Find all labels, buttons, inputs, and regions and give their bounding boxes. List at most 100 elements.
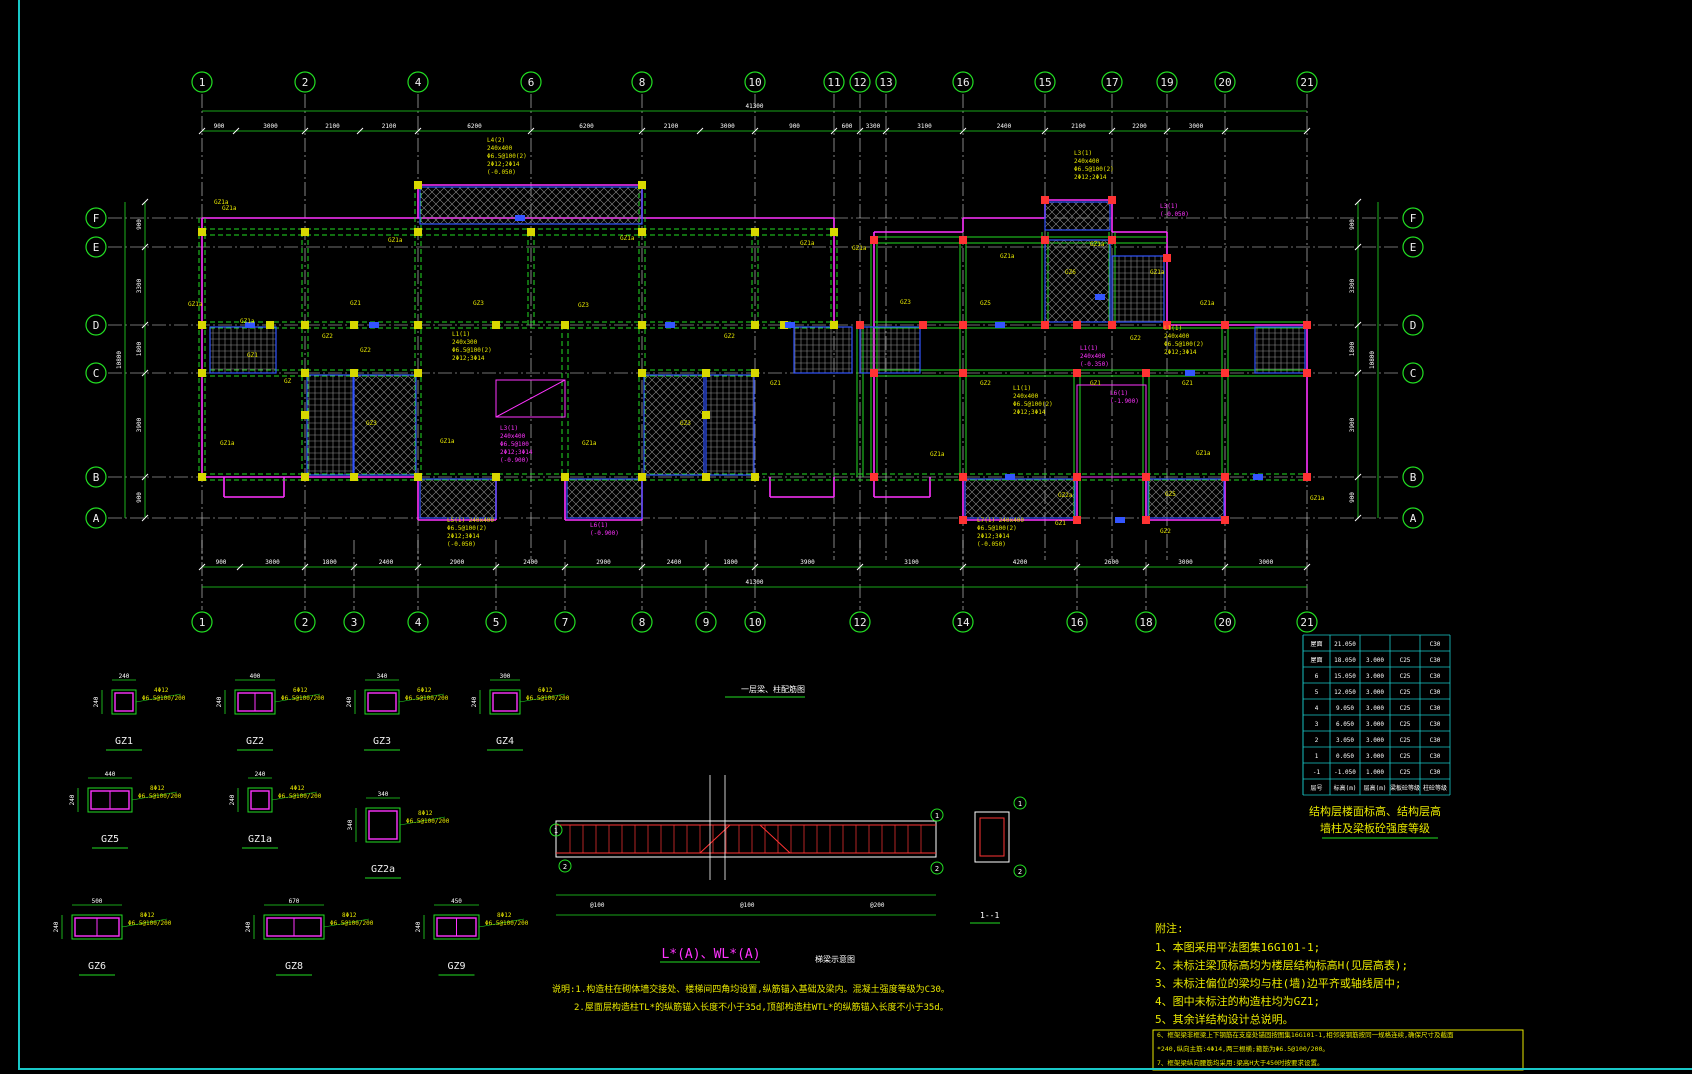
- dim-label: 3000: [1178, 559, 1193, 566]
- gz-tag: GZ2: [980, 380, 991, 387]
- table-cell: C25: [1400, 673, 1411, 680]
- beam-label: Φ6.5@100(2): [447, 525, 487, 532]
- beam-label: 2Φ12;2Φ14: [487, 161, 520, 168]
- column-block: [1221, 516, 1229, 524]
- dim-tick: [696, 127, 704, 135]
- axis-left-label: A: [93, 512, 100, 525]
- column-block: [638, 321, 646, 329]
- axis-top-label: 8: [639, 76, 646, 89]
- dim-label: 3000: [1189, 123, 1204, 130]
- column-block: [301, 369, 309, 377]
- column-block: [414, 321, 422, 329]
- hatched-slab: [306, 374, 354, 476]
- column-block: [1303, 473, 1311, 481]
- col-name: GZ6: [88, 961, 106, 972]
- col-main-rebar: 8Φ12: [497, 912, 512, 919]
- table-cell: C30: [1430, 673, 1441, 680]
- column-block: [1108, 321, 1116, 329]
- table-cell: C25: [1400, 721, 1411, 728]
- dim-tick: [1303, 127, 1311, 135]
- table-cell: 屋面: [1310, 641, 1322, 648]
- column-block: [414, 473, 422, 481]
- col-main-rebar: 6Φ12: [293, 687, 308, 694]
- dim-tick: [301, 127, 309, 135]
- beam-label: 240x400: [500, 433, 526, 440]
- table-cell: C30: [1430, 737, 1441, 744]
- dim-label: 900: [789, 123, 800, 130]
- column-block: [830, 321, 838, 329]
- axis-bottom-label: 5: [493, 616, 500, 629]
- axis-left-label-circle: [85, 507, 107, 529]
- beam-label: (-0.050): [447, 541, 476, 548]
- dim-tick: [959, 563, 967, 571]
- axis-top-label-circle: [407, 71, 429, 93]
- beam-label: 240x400: [1164, 333, 1190, 340]
- dim-tick: [751, 563, 759, 571]
- beam-label: 2Φ12;3Φ14: [1164, 349, 1197, 356]
- dim-tick: [638, 127, 646, 135]
- stair-ref-circle: [549, 823, 563, 837]
- table-cell: 3.000: [1366, 737, 1384, 744]
- dim-label: 2100: [664, 123, 679, 130]
- table-cell: 3.000: [1366, 721, 1384, 728]
- column-block: [414, 228, 422, 236]
- gz-tag: GZ2: [360, 347, 371, 354]
- axis-right-label-circle: [1402, 507, 1424, 529]
- column-block: [830, 228, 838, 236]
- column-block: [198, 228, 206, 236]
- axis-bottom-label: 12: [853, 616, 866, 629]
- stair-bent-bar: [699, 824, 791, 854]
- gz-tag: GZ1a: [188, 301, 203, 308]
- table-cell: C30: [1430, 641, 1441, 648]
- dim-label: 900: [216, 559, 227, 566]
- dim-tick: [356, 127, 364, 135]
- dim-label-v: 3900: [136, 417, 143, 432]
- column-block: [301, 228, 309, 236]
- table-cell: 2: [1315, 737, 1319, 744]
- col-width-label: 240: [255, 771, 266, 778]
- axis-bottom-label: 16: [1070, 616, 1083, 629]
- table-cell: 3.000: [1366, 753, 1384, 760]
- col-width-label: 500: [92, 898, 103, 905]
- column-block: [751, 228, 759, 236]
- dim-label: 3100: [904, 559, 919, 566]
- beam-label: 2Φ12;3Φ14: [1013, 409, 1046, 416]
- axis-top-label: 4: [415, 76, 422, 89]
- axis-right-label-circle: [1402, 362, 1424, 384]
- dim-label-v: 900: [136, 219, 143, 230]
- dim-tick: [527, 127, 535, 135]
- spec-note: 2.屋面层构造柱TL*的纵筋锚入长度不小于35d,顶部构造柱WTL*的纵筋锚入长…: [574, 1001, 949, 1013]
- col-stirrup-spec: Φ6.5@100/200: [142, 695, 186, 702]
- axis-top-label-circle: [849, 71, 871, 93]
- beam-label: (-0.050): [977, 541, 1006, 548]
- dim-label: 600: [842, 123, 853, 130]
- table-cell: -1: [1313, 769, 1321, 776]
- gz-tag: GZ2a: [1058, 492, 1073, 499]
- wall-column: [785, 322, 795, 328]
- column-block: [959, 516, 967, 524]
- beam-label: (-0.900): [590, 530, 619, 537]
- col-name: GZ5: [101, 834, 119, 845]
- axis-left-label-circle: [85, 207, 107, 229]
- axis-bottom-label: 14: [956, 616, 970, 629]
- column-block: [638, 228, 646, 236]
- table-cell: 12.050: [1334, 689, 1356, 696]
- axis-bottom-label: 21: [1300, 616, 1313, 629]
- axis-bottom-label: 3: [351, 616, 358, 629]
- column-block: [1142, 369, 1150, 377]
- dim-label: 2900: [596, 559, 611, 566]
- stair-ref-num: 2: [563, 863, 567, 871]
- beam-label: 2Φ12;3Φ14: [447, 533, 480, 540]
- axis-left-label: C: [93, 367, 100, 380]
- beam-label: (-1.900): [1110, 398, 1139, 405]
- axis-left-label: B: [93, 471, 100, 484]
- table-cell: 3.000: [1366, 657, 1384, 664]
- column-block: [1073, 473, 1081, 481]
- table-cell: 3.000: [1366, 673, 1384, 680]
- col-outline: [365, 807, 401, 843]
- axis-bottom-label: 18: [1139, 616, 1152, 629]
- axis-bottom-label: 4: [415, 616, 422, 629]
- table-cell: C30: [1430, 769, 1441, 776]
- gz-tag: GZ3: [473, 300, 484, 307]
